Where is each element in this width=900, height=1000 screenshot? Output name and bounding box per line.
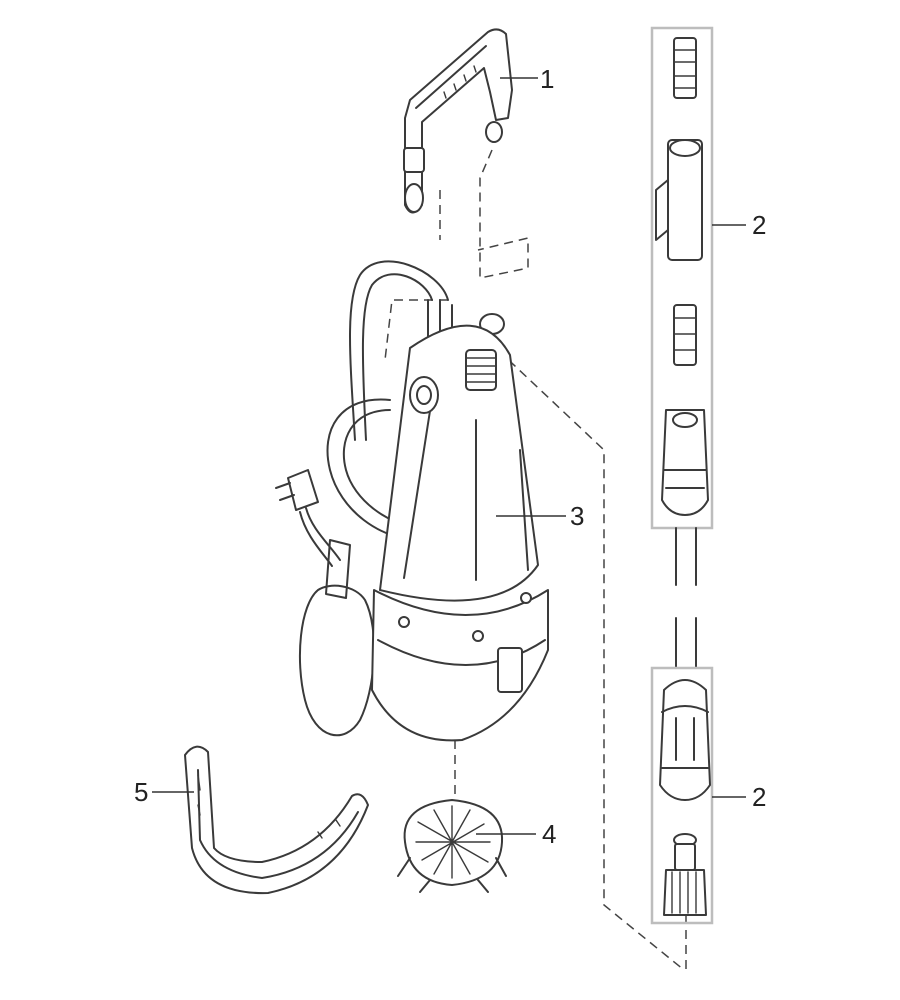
leader-lines	[152, 77, 746, 835]
pump-body-part	[275, 260, 549, 742]
assembly-guide-lines	[384, 149, 687, 971]
inlet-filter-part	[397, 799, 507, 893]
callout-float-holder: 5	[134, 777, 148, 807]
callout-pump-body: 3	[570, 501, 584, 531]
callout-labels: 1 2 3 2 4 5	[134, 64, 766, 849]
handle-part	[403, 28, 513, 214]
callout-handle: 1	[540, 64, 554, 94]
hose-part	[675, 527, 697, 669]
callout-connector-set-bottom: 2	[752, 782, 766, 812]
float-holder-part	[184, 745, 369, 895]
callout-inlet-filter: 4	[542, 819, 556, 849]
connector-set-bottom-part	[650, 666, 714, 925]
connector-set-top-part	[650, 26, 714, 530]
callout-connector-set-top: 2	[752, 210, 766, 240]
